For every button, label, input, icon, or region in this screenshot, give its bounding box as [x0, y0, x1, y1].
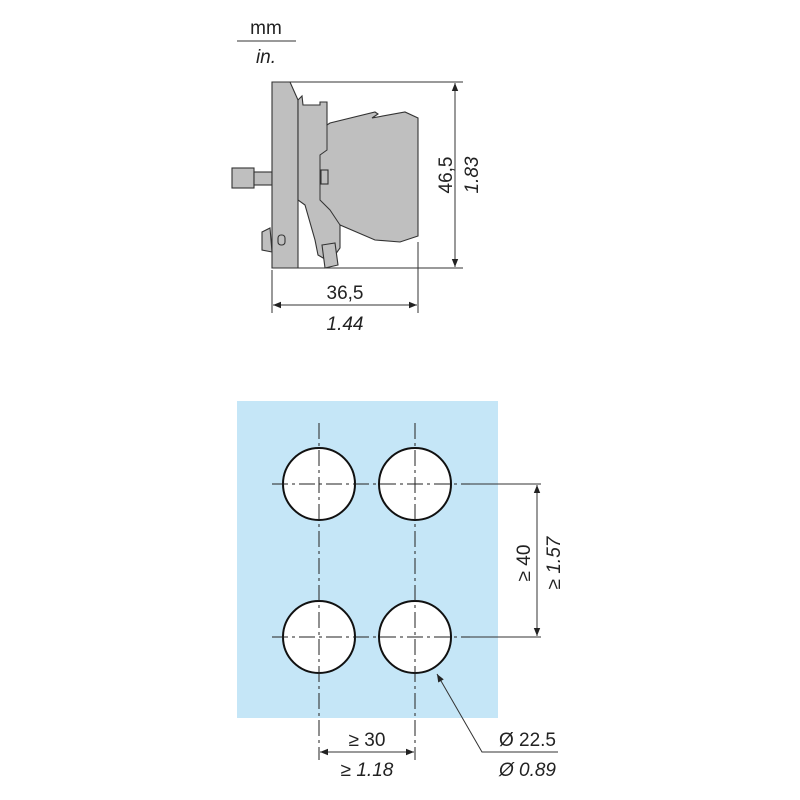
- panel: [237, 401, 498, 718]
- panel-cutout-drawing: ≥ 40 ≥ 1.57 ≥ 30 ≥ 1.18 Ø 22.5 Ø 0.89: [237, 401, 565, 781]
- vertical-spacing-in: ≥ 1.57: [544, 535, 565, 589]
- plunger: [231, 167, 255, 189]
- unit-in: in.: [256, 47, 276, 68]
- depth-in-label: 1.44: [327, 314, 364, 335]
- contact-block: [297, 94, 419, 263]
- depth-mm-label: 36,5: [327, 283, 364, 304]
- units-legend: mm in.: [237, 18, 296, 68]
- unit-mm: mm: [250, 18, 282, 39]
- vertical-spacing-mm: ≥ 40: [514, 545, 535, 582]
- side-view-drawing: 46,5 1.83 36,5 1.44: [231, 81, 483, 335]
- height-in-label: 1.83: [462, 156, 483, 193]
- height-mm-label: 46,5: [436, 157, 457, 194]
- horizontal-spacing-mm: ≥ 30: [349, 730, 386, 751]
- horizontal-spacing-in: ≥ 1.18: [341, 760, 394, 781]
- hole-diameter-mm: Ø 22.5: [499, 730, 556, 751]
- hole-diameter-in: Ø 0.89: [498, 760, 556, 781]
